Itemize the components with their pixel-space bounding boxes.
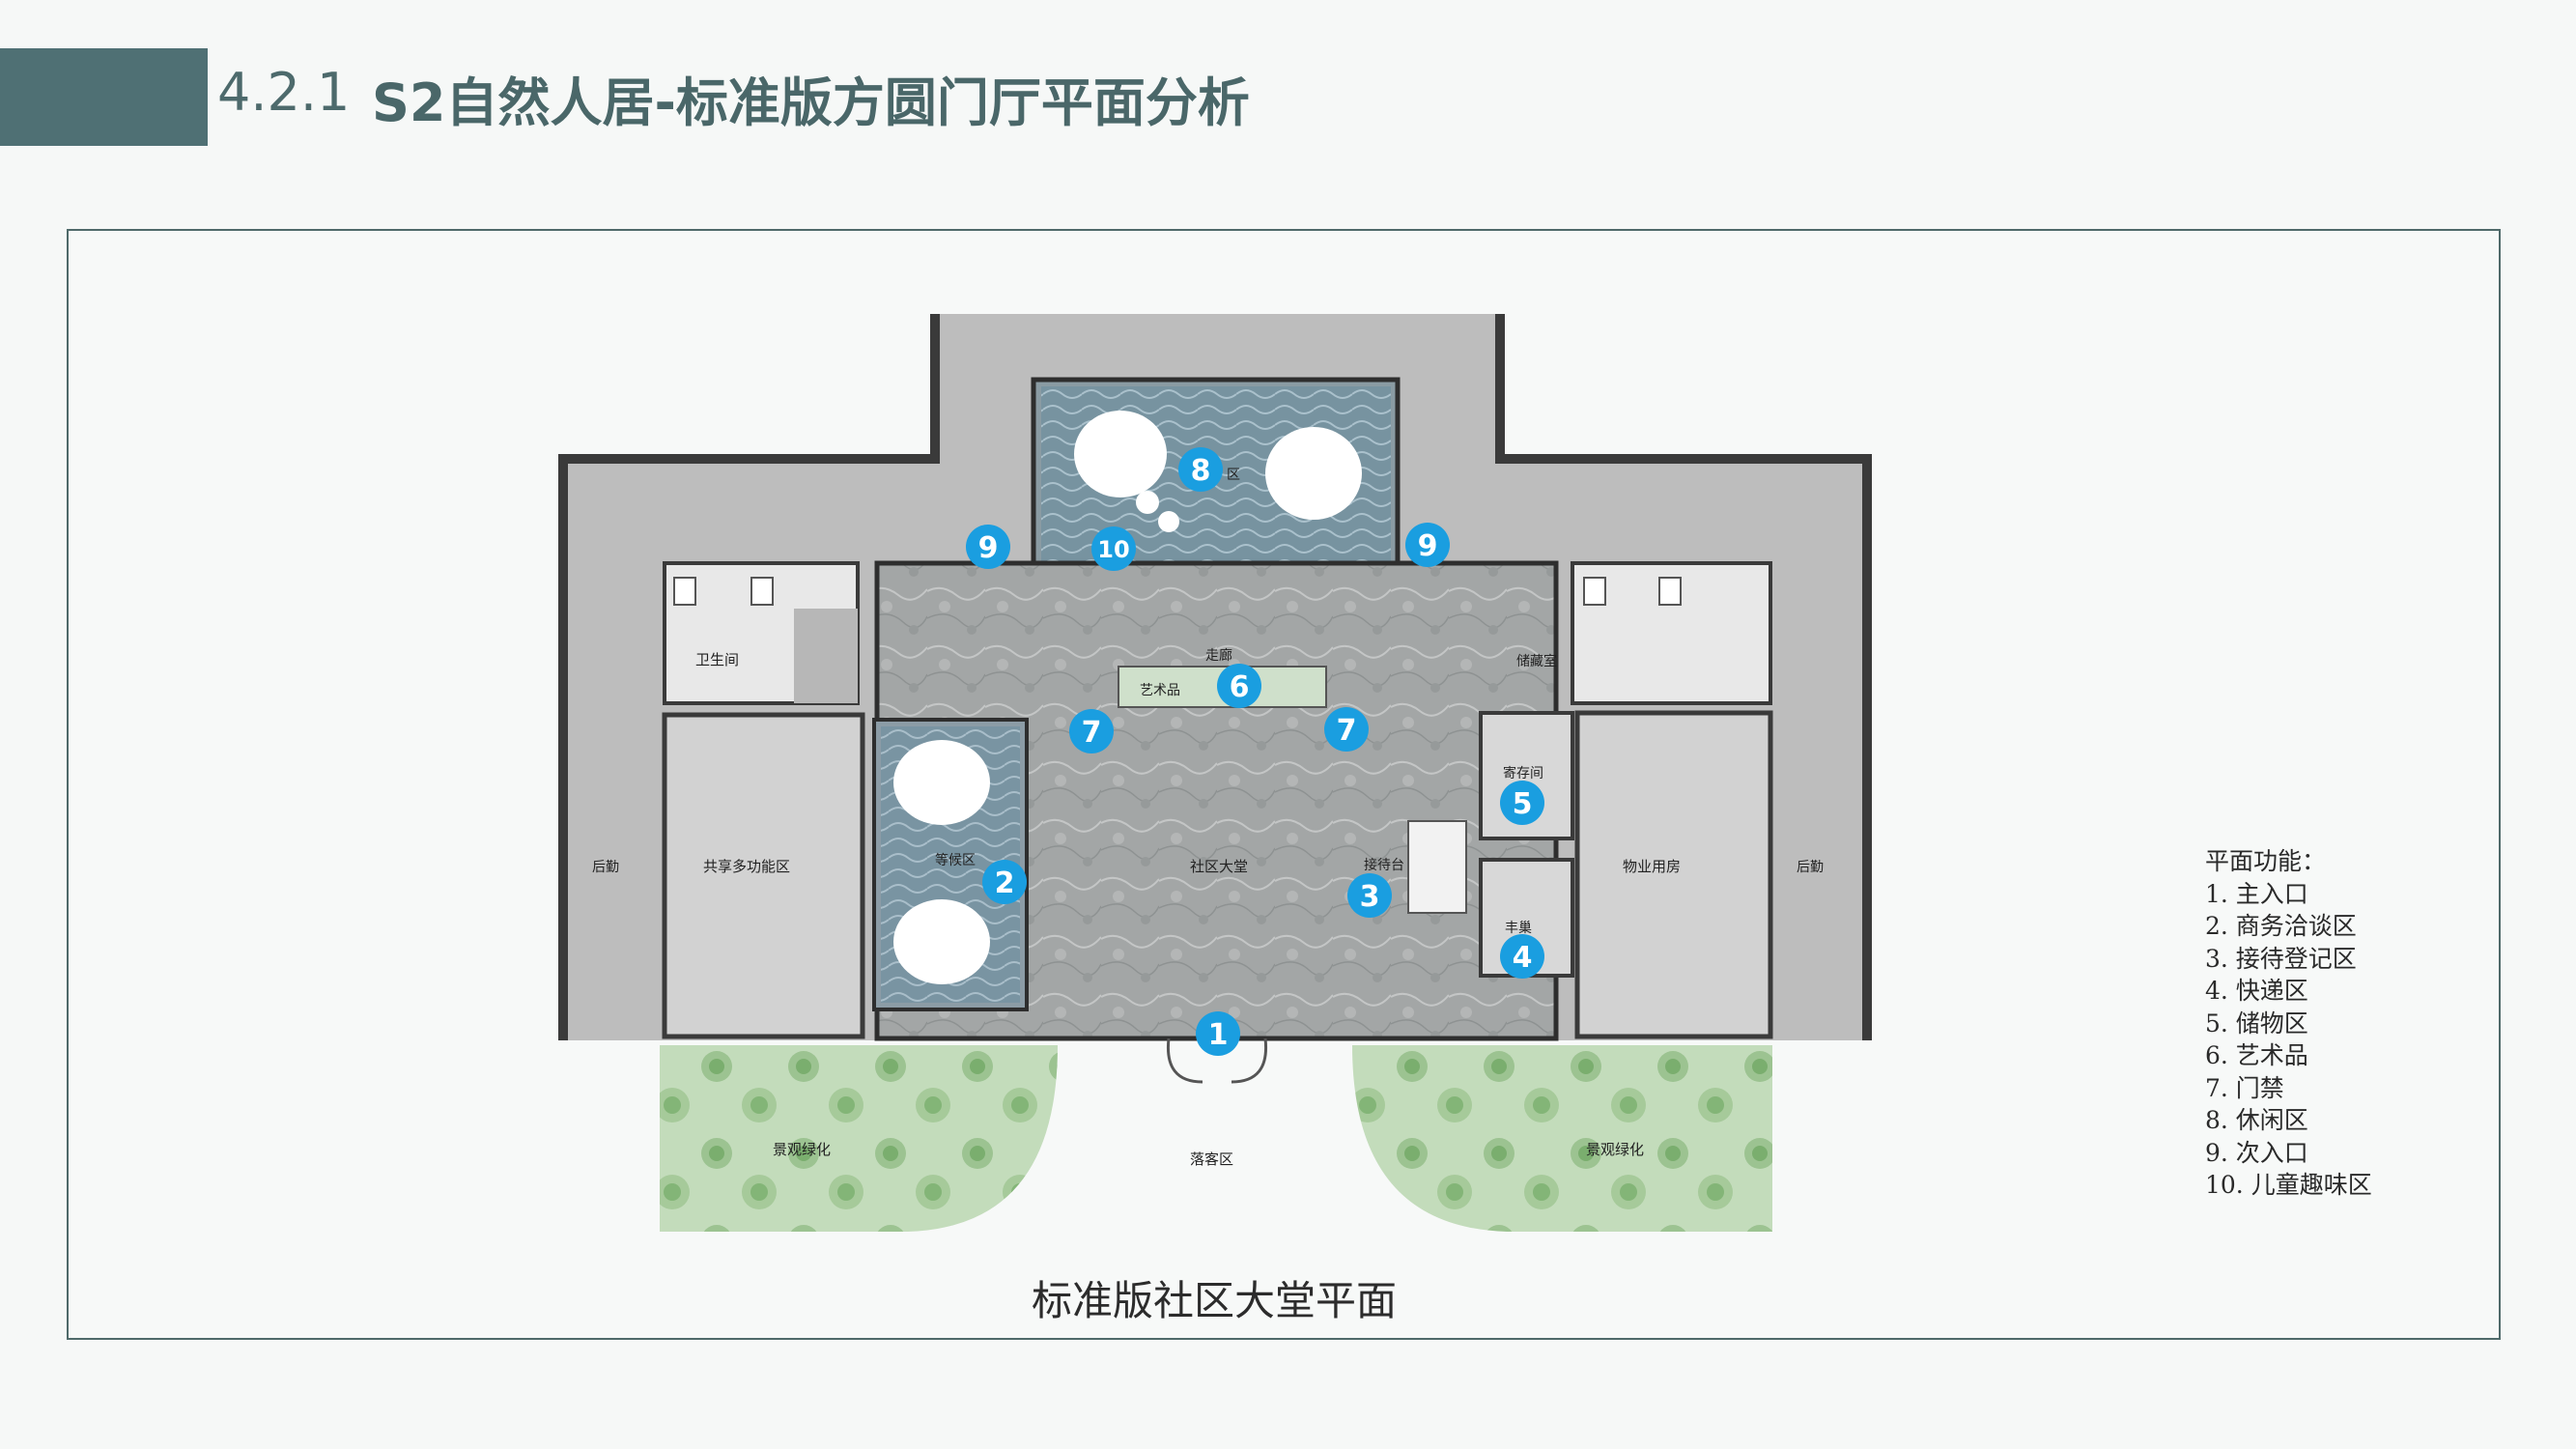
marker-number: 5 <box>1513 787 1533 821</box>
marker-4: 4 <box>1500 934 1544 979</box>
plan-caption: 标准版社区大堂平面 <box>1032 1277 1398 1324</box>
marker-number: 1 <box>1208 1018 1229 1052</box>
property-label: 物业用房 <box>1623 858 1681 875</box>
marker-3: 3 <box>1347 873 1392 918</box>
section-number: 4.2.1 <box>217 62 351 123</box>
main-entrance-door <box>1166 1037 1268 1084</box>
logistics-left-label: 后勤 <box>592 860 619 875</box>
waiting-label: 等候区 <box>935 852 976 868</box>
landscape-right-label: 景观绿化 <box>1586 1141 1644 1158</box>
corridor-label: 走廊 <box>1205 647 1232 664</box>
marker-number: 8 <box>1191 454 1211 488</box>
page-title: S2自然人居-标准版方圆门厅平面分析 <box>372 72 1250 133</box>
logistics-right-label: 后勤 <box>1797 860 1824 875</box>
legend-item: 8. 休闲区 <box>2205 1106 2308 1134</box>
legend-item: 10. 儿童趣味区 <box>2205 1171 2372 1199</box>
marker-9-right: 9 <box>1405 523 1450 567</box>
marker-number: 6 <box>1230 670 1250 704</box>
artwork-label: 艺术品 <box>1140 683 1180 698</box>
marker-7-right: 7 <box>1324 707 1369 752</box>
marker-7-left: 7 <box>1069 709 1114 753</box>
reception-label: 接待台 <box>1364 857 1404 873</box>
landscape-right <box>1352 1045 1772 1232</box>
marker-number: 7 <box>1082 716 1102 750</box>
locker-label: 寄存间 <box>1503 765 1543 781</box>
legend-item: 5. 储物区 <box>2205 1009 2308 1037</box>
shared-room <box>662 712 865 1039</box>
legend-item: 3. 接待登记区 <box>2205 944 2357 973</box>
legend-item: 7. 门禁 <box>2205 1073 2284 1102</box>
marker-number: 2 <box>995 867 1015 900</box>
marker-number: 9 <box>978 531 999 565</box>
restroom-label: 卫生间 <box>695 651 739 668</box>
reception-desk <box>1407 820 1467 914</box>
legend-title: 平面功能： <box>2205 847 2327 875</box>
marker-9-left: 9 <box>966 525 1010 569</box>
landscape-left <box>660 1045 1058 1232</box>
legend-item: 9. 次入口 <box>2205 1138 2308 1167</box>
marker-6: 6 <box>1217 664 1261 708</box>
legend-item: 2. 商务洽谈区 <box>2205 912 2357 940</box>
storage-label: 储藏室 <box>1516 653 1557 669</box>
legend-item: 1. 主入口 <box>2205 879 2308 908</box>
marker-number: 10 <box>1097 536 1129 563</box>
marker-8: 8 <box>1178 447 1223 492</box>
header-accent-bar <box>0 48 208 146</box>
marker-number: 7 <box>1337 714 1357 748</box>
function-legend: 平面功能： 1. 主入口 2. 商务洽谈区 3. 接待登记区 4. 快递区 5.… <box>2205 845 2372 1202</box>
leisure-label: 区 <box>1227 468 1240 483</box>
marker-number: 9 <box>1418 529 1438 563</box>
lobby-label: 社区大堂 <box>1190 858 1248 875</box>
express-label: 丰巢 <box>1505 921 1532 936</box>
property-room <box>1574 710 1773 1039</box>
marker-number: 4 <box>1513 941 1533 975</box>
marker-2: 2 <box>982 860 1027 904</box>
marker-number: 3 <box>1360 880 1380 914</box>
legend-item: 6. 艺术品 <box>2205 1041 2308 1069</box>
landscape-left-label: 景观绿化 <box>773 1141 831 1158</box>
marker-10: 10 <box>1091 526 1136 571</box>
marker-5: 5 <box>1500 781 1544 825</box>
marker-1: 1 <box>1196 1011 1240 1056</box>
legend-item: 4. 快递区 <box>2205 977 2308 1005</box>
shared-label: 共享多功能区 <box>703 858 790 875</box>
dropoff-label: 落客区 <box>1190 1151 1233 1168</box>
